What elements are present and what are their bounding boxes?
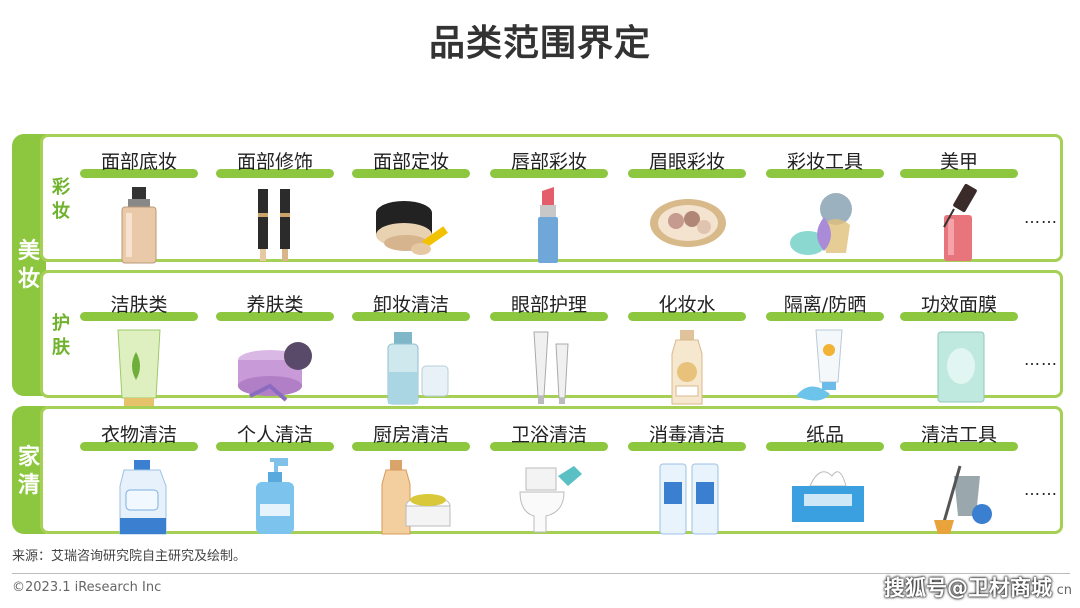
eye-cream-icon: [533, 331, 569, 404]
page-title: 品类范围界定: [428, 23, 651, 64]
category-label: 卸妆清洁: [372, 294, 449, 316]
copyright: ©2023.1 iResearch Inc: [12, 580, 162, 595]
sunscreen-icon: [796, 329, 843, 401]
category-label: 隔离/防晒: [783, 294, 867, 316]
category-label: 功效面膜: [920, 294, 997, 316]
caizhuang-label: 彩妆: [52, 177, 70, 222]
ellipsis: ……: [1024, 208, 1058, 227]
category-label: 厨房清洁: [372, 424, 449, 446]
category-label: 消毒清洁: [648, 424, 725, 446]
watermark-suffix: cn: [1056, 583, 1072, 598]
detergent-bottle-icon: [119, 460, 167, 535]
jiaqing-label: 家清: [17, 445, 40, 498]
foundation-bottle-icon: [121, 187, 157, 264]
category-label: 面部底妆: [100, 151, 177, 173]
category-label: 化妆水: [658, 294, 716, 316]
disinfectant-icon: [659, 463, 719, 535]
category-label: 卫浴清洁: [510, 424, 587, 446]
cream-jar-icon: [238, 342, 312, 402]
eyeshadow-palette-icon: [650, 199, 726, 247]
lipstick-icon: [538, 187, 558, 263]
nail-polish-icon: [943, 183, 977, 261]
hufu-panel: [40, 270, 1063, 398]
makeup-sponge-icon: [790, 193, 852, 255]
category-label: 个人清洁: [236, 424, 313, 446]
category-label: 唇部彩妆: [510, 151, 587, 173]
category-label: 美甲: [939, 151, 978, 173]
category-label: 面部定妆: [372, 151, 449, 173]
tissue-box-icon: [792, 471, 864, 522]
category-label: 洁肤类: [110, 294, 168, 316]
category-label: 纸品: [805, 424, 844, 446]
ellipsis: ……: [1024, 480, 1058, 499]
hufu-label: 护肤: [52, 313, 70, 358]
cleanser-tube-icon: [117, 329, 161, 406]
toilet-cleaner-icon: [519, 466, 582, 533]
category-label: 衣物清洁: [100, 424, 177, 446]
category-label: 清洁工具: [920, 424, 997, 446]
cleaning-tools-icon: [934, 465, 992, 534]
contour-stick-icon: [258, 189, 290, 261]
face-mask-icon: [937, 331, 985, 403]
category-label: 面部修饰: [236, 151, 313, 173]
watermark: 搜狐号@卫材商城: [884, 576, 1052, 600]
loose-powder-icon: [376, 201, 448, 255]
hand-soap-icon: [256, 458, 294, 534]
meizhuang-label: 美妆: [17, 239, 40, 292]
ellipsis: ……: [1024, 350, 1058, 369]
makeup-remover-icon: [387, 332, 449, 405]
category-label: 养肤类: [246, 294, 304, 316]
toner-bottle-icon: [671, 330, 703, 405]
category-label: 眼部护理: [510, 294, 587, 316]
footer-divider: [12, 573, 1070, 574]
category-label: 眉眼彩妆: [648, 151, 725, 173]
source-note: 来源：艾瑞咨询研究院自主研究及绘制。: [12, 549, 247, 564]
dish-cleaner-icon: [381, 460, 451, 535]
category-label: 彩妆工具: [786, 151, 863, 173]
